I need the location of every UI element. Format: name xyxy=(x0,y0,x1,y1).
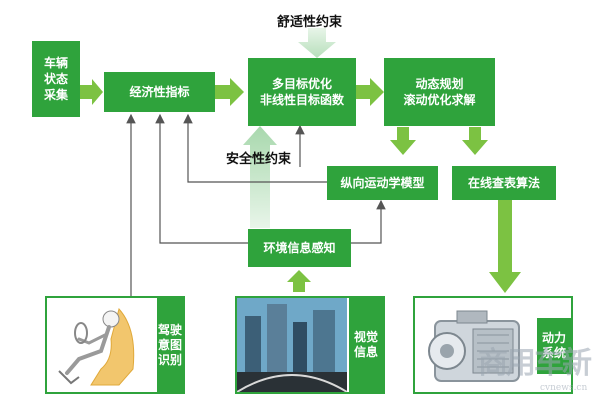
arrow-economy-to-multi xyxy=(215,78,244,106)
watermark-site: cvnews.cn xyxy=(540,383,588,393)
driver-intent-label: 驾驶 意图 识别 xyxy=(157,298,183,392)
arrow-planning-down-right xyxy=(462,127,488,155)
comfort-constraint-label: 舒适性约束 xyxy=(277,15,343,30)
watermark-logo: 商用车新 xyxy=(478,346,592,381)
comfort-constraint-arrow xyxy=(298,28,336,58)
economy-index-box: 经济性指标 xyxy=(104,72,215,112)
safety-constraint-label: 安全性约束 xyxy=(226,152,292,167)
power-system-panel: 动力 系统 xyxy=(413,296,573,394)
arrow-lookup-to-power xyxy=(489,198,521,293)
arrow-visual-to-env xyxy=(287,270,311,292)
motor-icon xyxy=(428,310,520,382)
arrow-planning-down-left xyxy=(390,127,416,155)
longitudinal-model-box: 纵向运动学模型 xyxy=(327,166,438,200)
safety-constraint-arrow xyxy=(243,126,277,228)
driver-seat-icon xyxy=(58,307,135,386)
arrow-multi-to-planning xyxy=(356,78,384,106)
line-model-to-economy xyxy=(183,113,327,183)
online-lookup-box: 在线查表算法 xyxy=(452,166,556,200)
environment-perception-box: 环境信息感知 xyxy=(248,229,351,267)
arrow-state-to-economy xyxy=(80,79,103,105)
dynamic-planning-box: 动态规划 滚动优化求解 xyxy=(384,58,495,126)
city-street-icon xyxy=(237,298,347,392)
line-env-to-economy xyxy=(155,113,248,244)
driver-intent-panel: 驾驶 意图 识别 xyxy=(45,296,185,394)
visual-info-panel: 视觉 信息 xyxy=(235,296,385,394)
visual-info-label: 视觉 信息 xyxy=(349,298,383,392)
vehicle-state-box: 车辆 状态 采集 xyxy=(32,41,80,117)
line-env-to-model xyxy=(351,199,386,244)
multi-objective-box: 多目标优化 非线性目标函数 xyxy=(248,58,356,126)
power-system-label: 动力 系统 xyxy=(537,318,571,374)
